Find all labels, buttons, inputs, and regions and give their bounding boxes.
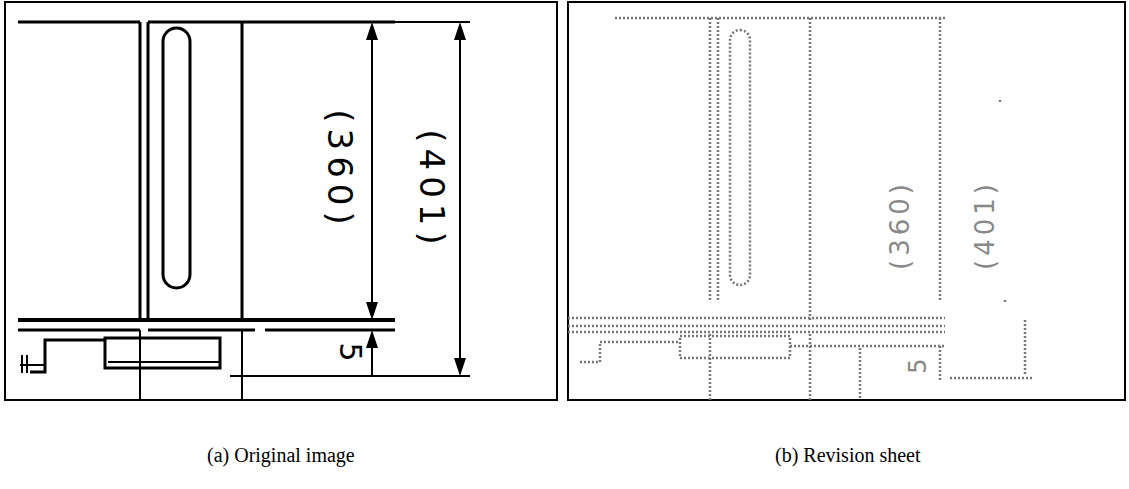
dimension-label: 5	[334, 340, 366, 363]
caption: (a) Original image	[205, 444, 357, 466]
dimension-label: (360)	[886, 178, 914, 272]
dimension-label: (401)	[971, 178, 999, 272]
dimension-label: 5	[905, 356, 931, 375]
dimension-label: (401)	[414, 127, 450, 252]
revision-drawing	[568, 18, 1032, 400]
dimension-label: (360)	[322, 107, 358, 232]
panel-frame	[568, 2, 1125, 400]
caption: (b) Revision sheet	[773, 444, 923, 466]
original-drawing	[5, 2, 557, 400]
arrowheads	[366, 22, 466, 376]
